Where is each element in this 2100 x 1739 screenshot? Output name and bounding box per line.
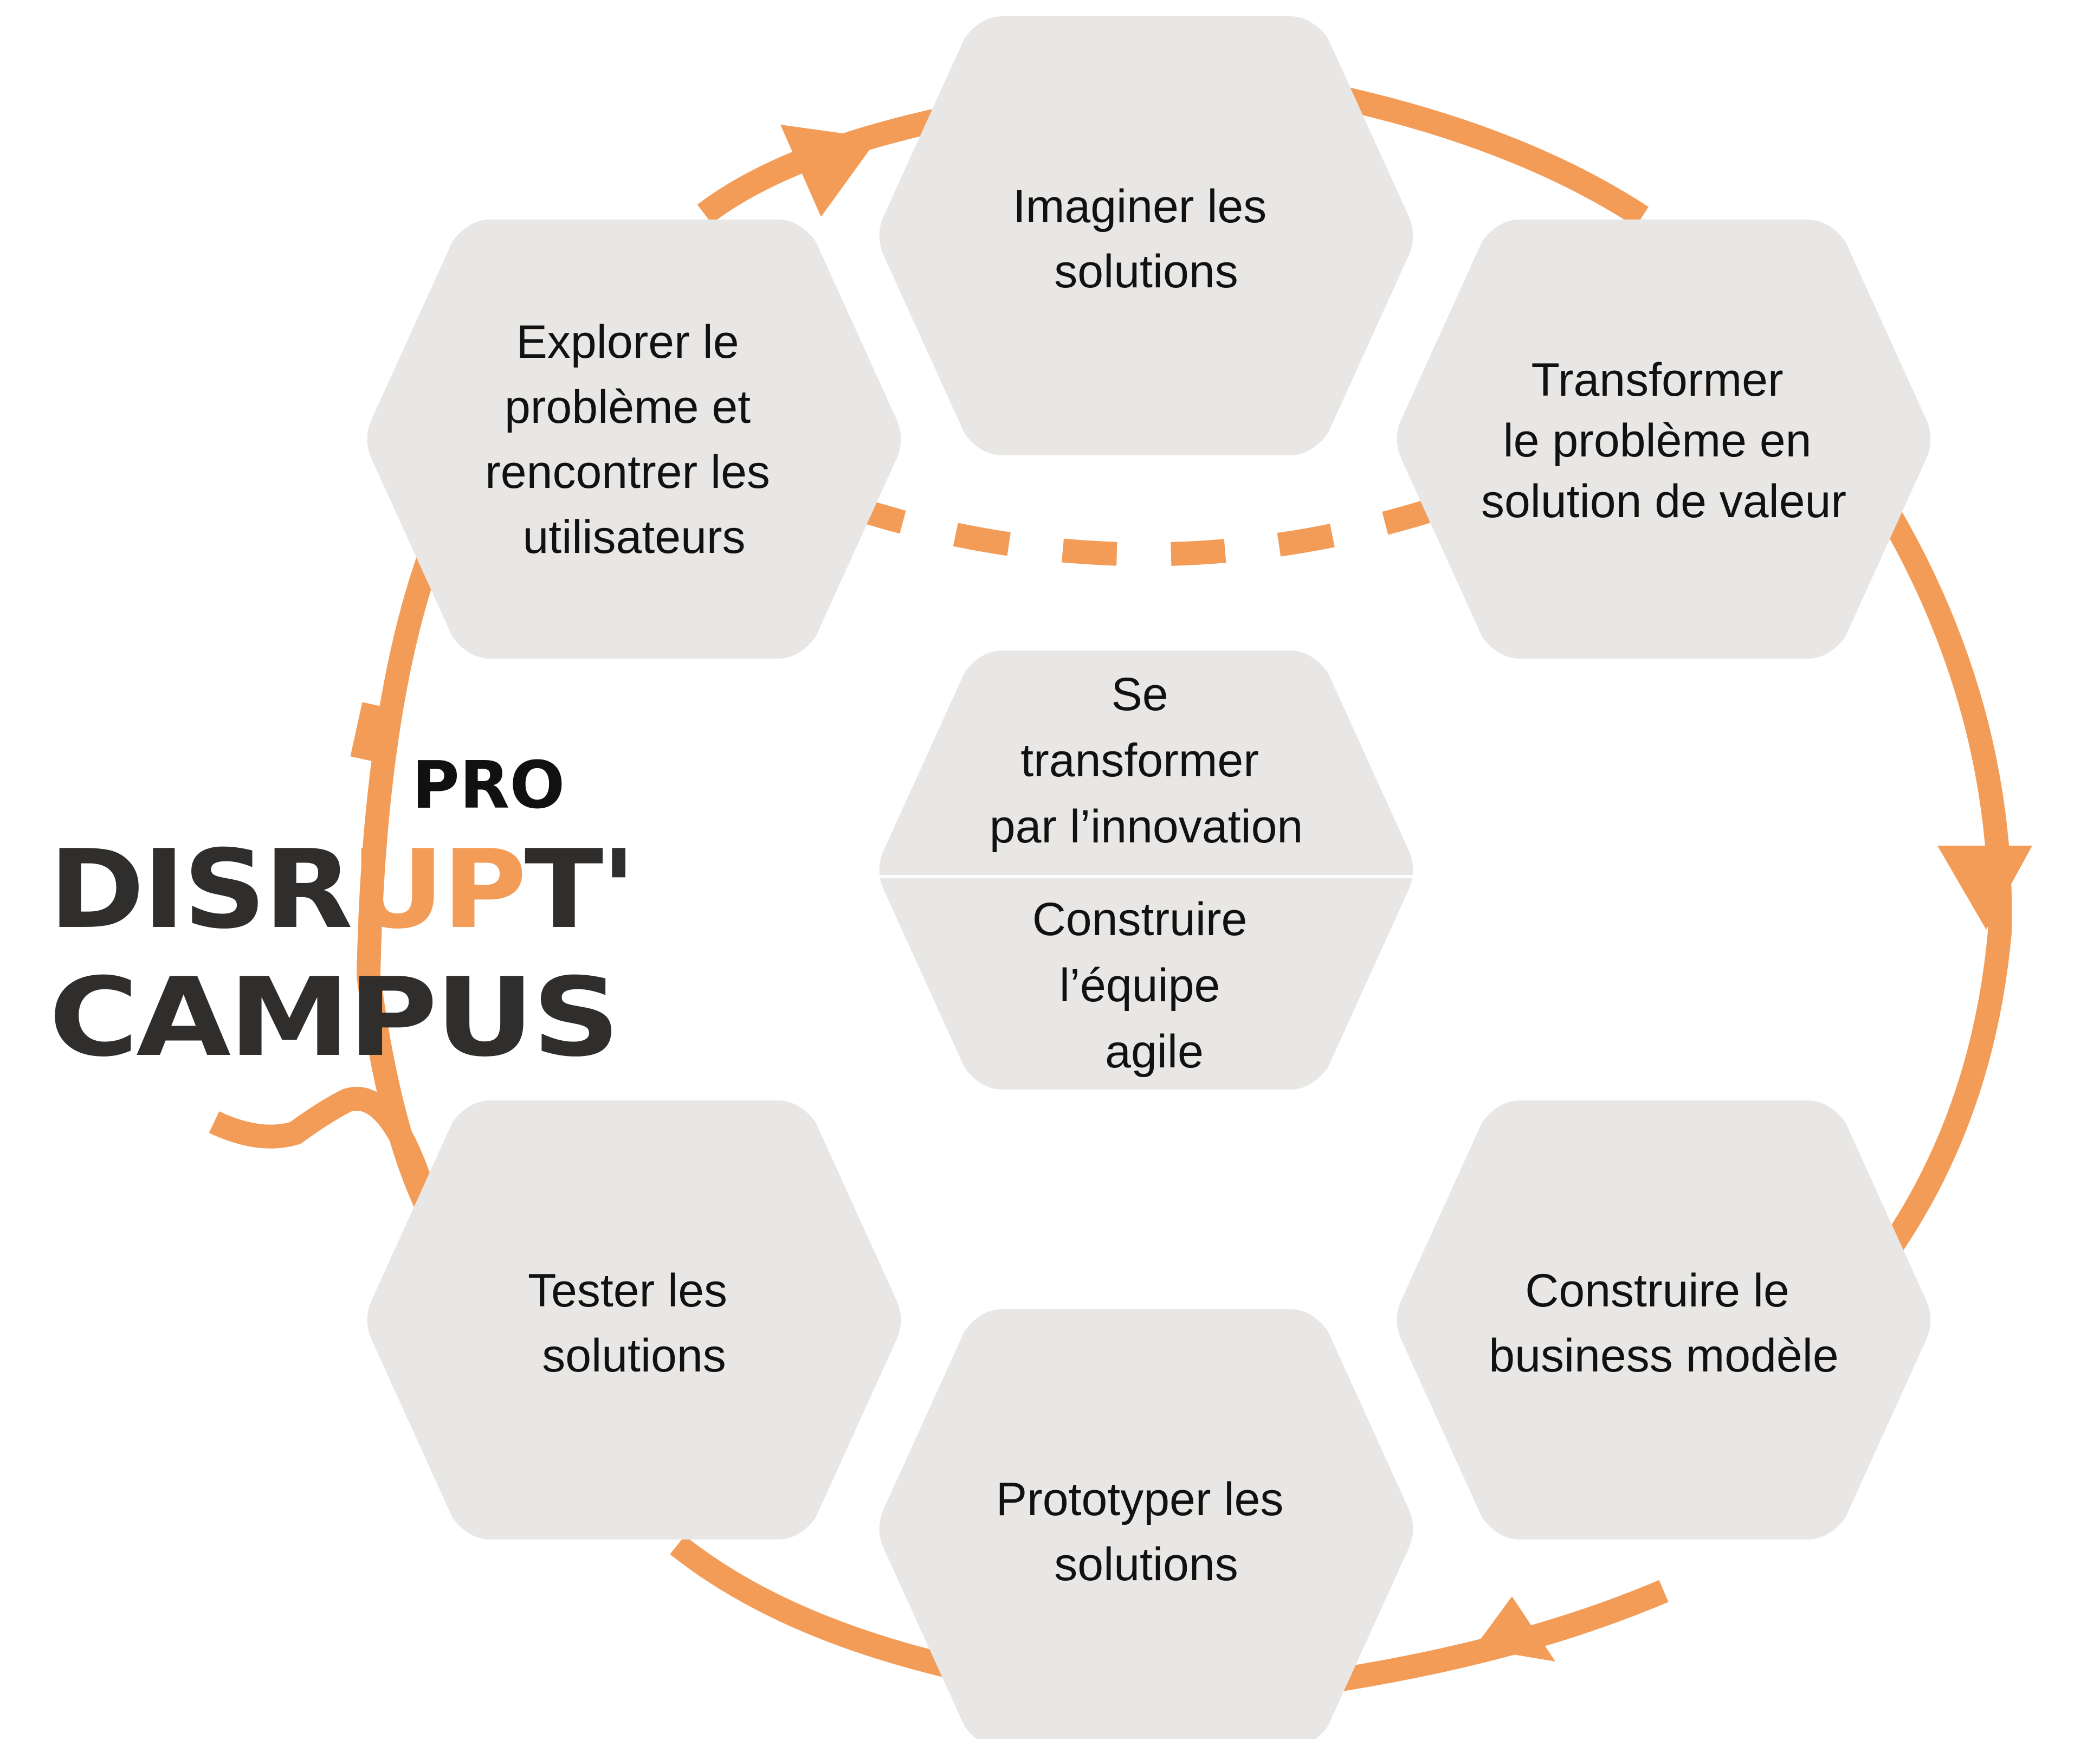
arc-top-to-topright [1325,83,1649,227]
arc-bottom-to-bottomleft [670,1535,978,1684]
label-line: Construire le [1525,1265,1789,1317]
dashed-connector [847,495,1445,566]
label-line: solutions [542,1330,726,1382]
logo-wave-tail [209,1086,445,1228]
label-line: le problème en [1503,415,1812,467]
hex-nodes [367,16,1931,1739]
hex-bottom[interactable] [879,1309,1413,1739]
logo-disr: DISR [49,827,351,953]
label-line: Imaginer les [1013,181,1267,233]
logo-camp: CAMP [49,955,435,1081]
node-label-bottom-left: Tester les solutions [528,1265,740,1382]
label-line: Se [1111,668,1168,720]
label-line: Explorer le [516,316,739,368]
arrowhead-bottom [1474,1596,1555,1661]
node-label-top: Imaginer les solutions [1013,181,1280,298]
arc-right [1870,492,2012,1254]
logo-pro: PRO [412,748,565,823]
label-line: Construire [1032,893,1248,945]
label-line: solutions [1054,1538,1238,1590]
label-line: solution de valeur [1481,475,1846,527]
node-label-center-bottom: Construire l’équipe agile [1032,893,1261,1078]
node-label-center-top: Se transformer par l’innovation [990,668,1303,853]
label-line: problème et [505,381,751,433]
label-line: par l’innovation [990,801,1303,853]
label-line: rencontrer les [485,446,770,498]
hex-top[interactable] [879,16,1413,455]
hex-center[interactable] [879,650,1413,1090]
node-label-bottom-right: Construire le business modèle [1489,1265,1838,1382]
label-line: Transformer [1531,354,1783,406]
hex-top-right[interactable] [1397,220,1931,659]
logo-t: T' [525,827,634,953]
label-line: agile [1105,1026,1204,1078]
logo-up: UP [351,827,525,953]
node-label-bottom: Prototyper les solutions [996,1473,1296,1590]
logo-us: US [435,955,618,1081]
label-line: Tester les [528,1265,727,1317]
label-line: transformer [1020,735,1259,787]
label-line: business modèle [1489,1330,1838,1382]
arrowhead-right [1937,846,2032,930]
hex-bottom-right[interactable] [1397,1100,1931,1540]
label-line: utilisateurs [522,511,745,563]
label-line: l’équipe [1059,959,1220,1012]
hex-bottom-left[interactable] [367,1100,901,1540]
label-line: solutions [1054,246,1238,298]
label-line: Prototyper les [996,1473,1284,1525]
arrowhead-top-left [780,125,878,217]
hex-top-left[interactable] [367,220,901,659]
node-label-top-right: Transformer le problème en solution de v… [1481,354,1846,527]
node-label-top-left: Explorer le problème et rencontrer les u… [485,316,783,563]
logo-ring-stem [350,702,386,762]
